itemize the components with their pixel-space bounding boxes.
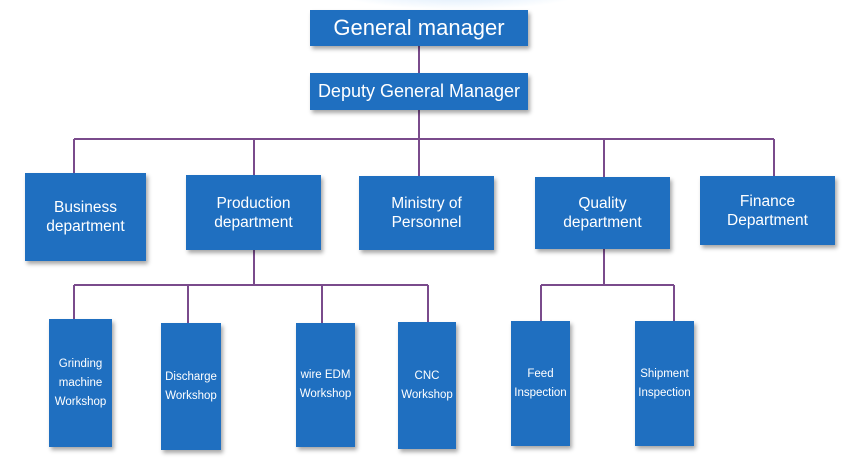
finance-department-box: Finance Department bbox=[700, 176, 835, 245]
quality-department-line-2: department bbox=[563, 214, 642, 231]
business-department-box: Business department bbox=[25, 173, 146, 261]
discharge-workshop-box: Discharge Workshop bbox=[161, 323, 221, 450]
feed-inspection-line-2: Inspection bbox=[514, 386, 567, 399]
discharge-workshop-line-1: Discharge bbox=[165, 370, 217, 383]
wire-edm-workshop-box: wire EDM Workshop bbox=[296, 323, 355, 447]
ministry-of-personnel-line-1: Ministry of bbox=[391, 195, 462, 212]
discharge-workshop-line-2: Workshop bbox=[165, 389, 217, 402]
grinding-workshop-line-3: Workshop bbox=[54, 395, 107, 408]
ministry-of-personnel-line-2: Personnel bbox=[391, 214, 462, 231]
grinding-machine-workshop-box: Grinding machine Workshop bbox=[49, 319, 112, 447]
grinding-workshop-line-2: machine bbox=[58, 376, 103, 389]
production-department-line-1: Production bbox=[216, 194, 291, 212]
production-department-line-2: department bbox=[214, 213, 293, 231]
ministry-of-personnel-box: Ministry of Personnel bbox=[359, 176, 494, 250]
shipment-inspection-line-1: Shipment bbox=[640, 367, 689, 380]
feed-inspection-box: Feed Inspection bbox=[511, 321, 570, 446]
quality-department-line-1: Quality bbox=[578, 195, 627, 212]
grinding-workshop-line-1: Grinding bbox=[58, 357, 103, 370]
general-manager-box: General manager bbox=[310, 10, 528, 46]
business-department-line-2: department bbox=[46, 218, 125, 235]
finance-department-line-1: Finance bbox=[739, 192, 796, 210]
production-department-box: Production department bbox=[186, 175, 321, 250]
deputy-general-manager-label: Deputy General Manager bbox=[317, 81, 521, 101]
finance-department-line-2: Department bbox=[727, 211, 808, 229]
general-manager-label: General manager bbox=[333, 15, 505, 40]
shipment-inspection-line-2: Inspection bbox=[638, 386, 691, 399]
business-department-line-1: Business bbox=[54, 199, 117, 216]
deputy-general-manager-box: Deputy General Manager bbox=[310, 73, 528, 110]
shipment-inspection-box: Shipment Inspection bbox=[635, 321, 694, 446]
wire-edm-workshop-line-2: Workshop bbox=[299, 388, 352, 400]
wire-edm-workshop-line-1: wire EDM bbox=[300, 369, 351, 381]
quality-department-box: Quality department bbox=[535, 177, 670, 249]
cnc-workshop-line-2: Workshop bbox=[401, 388, 453, 401]
feed-inspection-line-1: Feed bbox=[527, 367, 554, 380]
cnc-workshop-line-1: CNC bbox=[414, 369, 440, 382]
top-glow-decoration bbox=[330, 0, 590, 10]
cnc-workshop-box: CNC Workshop bbox=[398, 322, 456, 449]
